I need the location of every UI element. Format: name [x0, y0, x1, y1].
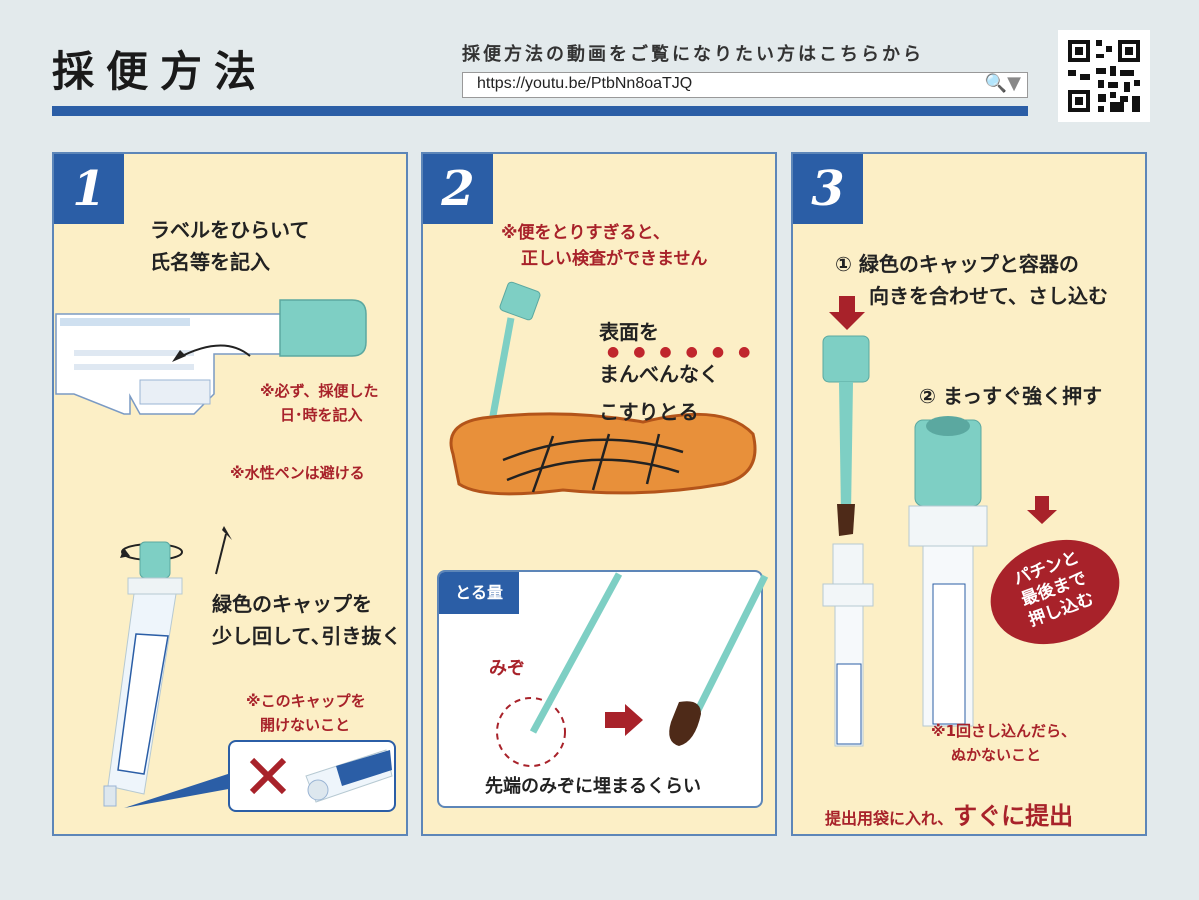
- record-date-note-line1: ※必ず、採便した: [260, 382, 379, 400]
- step-3-number: 3: [793, 154, 863, 224]
- no-removal-note-line1: ※1回さし込んだら、: [931, 722, 1077, 740]
- no-removal-note-line2: ぬかないこと: [951, 746, 1042, 764]
- do-not-open-warning-line2: 開けないこと: [260, 716, 351, 734]
- video-prompt-text: 採便方法の動画をご覧になりたい方はこちらから: [462, 44, 924, 65]
- amount-tag: とる量: [439, 572, 519, 614]
- amount-inset: とる量 みぞ 先端のみぞに埋まるくらい: [437, 570, 769, 808]
- surface-instruction-line3: こすりとる: [599, 400, 699, 424]
- label-tube-illustration: [55, 299, 367, 415]
- stool-surface-illustration: [449, 281, 757, 496]
- label-instruction-line2: 氏名等を記入: [150, 250, 270, 274]
- label-instruction-line1: ラベルをひらいて: [150, 218, 310, 242]
- do-not-open-inset: [228, 740, 396, 812]
- step-3-panel: 3 ① 緑色のキャップと容器の 向きを合わせて、さし込む ② まっすぐ強く押す …: [791, 152, 1147, 836]
- page-title: 採便方法: [52, 47, 269, 96]
- header-rule: [52, 106, 1028, 116]
- cap-twist-tube-illustration: [103, 526, 234, 808]
- insert-instruction-line2: 向きを合わせて、さし込む: [869, 284, 1108, 308]
- cap-instruction-line1: 緑色のキャップを: [212, 592, 372, 616]
- step-2-panel: 2 ※便をとりすぎると、 正しい検査ができません 表面を ●●●●●● まんべん…: [421, 152, 777, 836]
- cap-instruction-line2: 少し回して､引き抜く: [212, 624, 402, 648]
- video-url-field[interactable]: https://youtu.be/PtbNn8oaTJQ 🔍▼: [462, 72, 1028, 98]
- emphasis-dots: ●●●●●●: [607, 344, 765, 360]
- step-2-number: 2: [423, 154, 493, 224]
- cross-mark-icon: [249, 757, 287, 795]
- surface-instruction-line2: まんべんなく: [599, 362, 719, 386]
- tube-bottom-cap-illustration: [305, 749, 393, 803]
- video-url-text[interactable]: https://youtu.be/PtbNn8oaTJQ: [477, 75, 693, 92]
- step-1-panel: 1 ラベルをひらいて 氏名等を記入 ※必ず、採便した 日･時を記入 ※水性ペンは…: [52, 152, 408, 836]
- submit-small-text: 提出用袋に入れ、: [825, 809, 954, 828]
- search-dropdown-icon[interactable]: 🔍▼: [984, 73, 1021, 94]
- amount-caption: 先端のみぞに埋まるくらい: [485, 776, 701, 797]
- qr-code-graphic: [1068, 40, 1140, 112]
- submit-big-text: すぐに提出: [953, 802, 1074, 830]
- groove-label: みぞ: [489, 658, 525, 679]
- push-instruction: ② まっすぐ強く押す: [919, 384, 1103, 408]
- step-1-number: 1: [54, 154, 124, 224]
- qr-code[interactable]: [1058, 30, 1150, 122]
- insert-instruction-line1: ① 緑色のキャップと容器の: [835, 252, 1079, 276]
- insert-push-illustration: [822, 296, 1057, 747]
- do-not-open-warning-line1: ※このキャップを: [246, 692, 366, 710]
- record-date-note-line2: 日･時を記入: [280, 406, 363, 424]
- overcollect-warning-line1: ※便をとりすぎると、: [501, 223, 670, 243]
- water-pen-note: ※水性ペンは避ける: [230, 464, 365, 482]
- overcollect-warning-line2: 正しい検査ができません: [521, 249, 708, 269]
- surface-instruction-line1: 表面を: [599, 320, 659, 344]
- groove-closeup-illustration: [496, 572, 769, 767]
- submit-instruction: 提出用袋に入れ、すぐに提出: [825, 796, 1073, 831]
